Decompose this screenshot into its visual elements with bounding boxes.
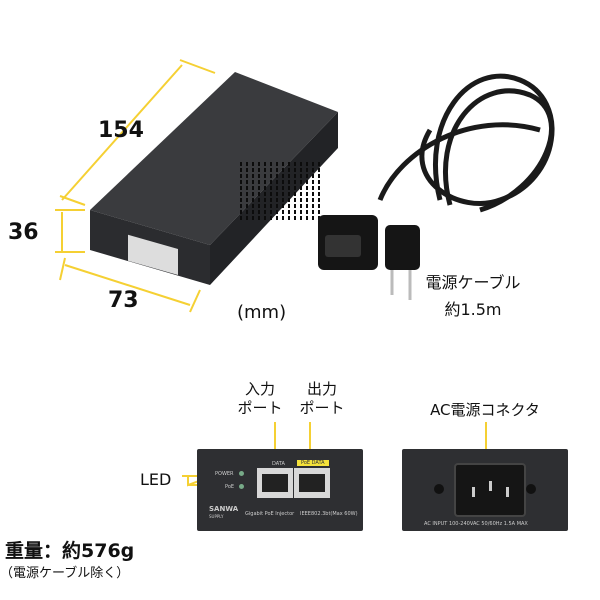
input-port-label-line2: ポート (237, 399, 283, 417)
model-name: Gigabit PoE Injector (245, 511, 295, 517)
standard-text: IEEE802.3bt(Max 60W) (300, 511, 358, 517)
ac-rating: AC INPUT 100-240VAC 50/60Hz 1.5A MAX (424, 521, 528, 527)
cable-name: 電源ケーブル (425, 273, 521, 292)
led-label: LED (140, 470, 172, 489)
device-top (90, 72, 338, 245)
screw-left (434, 484, 444, 494)
screw-right (526, 484, 536, 494)
ac-connector-label: AC電源コネクタ (430, 401, 540, 419)
cable-plug-mains (385, 225, 420, 270)
product-illustration (55, 59, 555, 313)
input-port-label: 入力 ポート (235, 380, 285, 418)
power-led-label: POWER (215, 471, 234, 477)
data-port-label: DATA (272, 461, 285, 467)
brand-sub: SUPPLY (209, 514, 224, 519)
input-port-label-line1: 入力 (244, 380, 275, 398)
back-panel: AC INPUT 100-240VAC 50/60Hz 1.5A MAX (402, 449, 568, 531)
dimension-unit: (mm) (237, 302, 287, 323)
weight: 重量：約576g (5, 540, 135, 562)
front-panel: POWER PoE DATA PoE DATA SANWA SUPPLY Gig… (197, 449, 363, 531)
poe-data-port[interactable] (294, 468, 330, 498)
poe-led-label: PoE (225, 484, 235, 490)
brand-logo: SANWA (209, 505, 239, 513)
poe-led (239, 484, 244, 489)
power-led (239, 471, 244, 476)
output-port-label: 出力 ポート (297, 380, 347, 418)
dimension-length: 154 (98, 118, 144, 143)
cable-length: 約1.5m (444, 300, 502, 319)
ac-inlet-c14[interactable] (454, 463, 526, 517)
dimension-width: 73 (108, 288, 139, 313)
data-port[interactable] (257, 468, 293, 498)
dimension-height: 36 (8, 220, 39, 245)
output-port-label-line1: 出力 (306, 380, 337, 398)
poe-data-port-label: PoE DATA (297, 460, 329, 466)
weight-note: （電源ケーブル除く） (0, 566, 130, 581)
output-port-label-line2: ポート (299, 399, 345, 417)
